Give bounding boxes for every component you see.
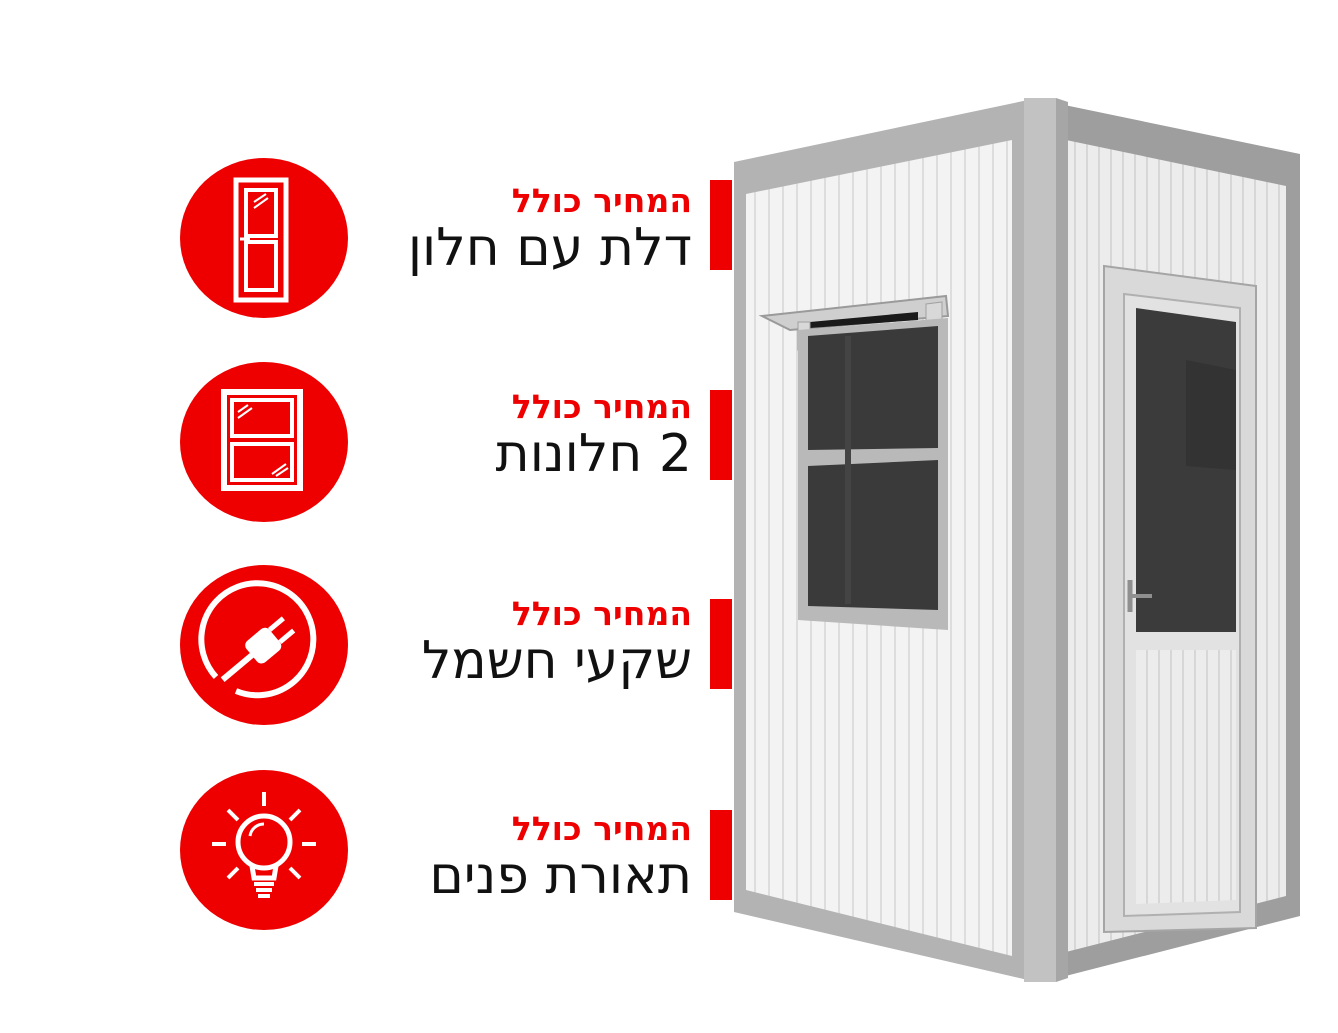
feature-interior-lighting: המחיר כולל תאורת פנים bbox=[0, 770, 740, 930]
window-icon bbox=[221, 389, 303, 491]
feature-subtitle: המחיר כולל bbox=[511, 387, 692, 426]
feature-title: תאורת פנים bbox=[429, 846, 692, 906]
feature-subtitle: המחיר כולל bbox=[511, 181, 692, 220]
feature-title: 2 חלונות bbox=[495, 424, 692, 484]
door-with-window-icon bbox=[233, 177, 289, 303]
feature-marker-bar bbox=[710, 180, 732, 270]
feature-door: המחיר כולל דלת עם חלון bbox=[0, 150, 740, 318]
feature-marker-bar bbox=[710, 599, 732, 689]
guard-booth-illustration bbox=[734, 98, 1300, 982]
feature-subtitle: המחיר כולל bbox=[511, 809, 692, 848]
feature-marker-bar bbox=[710, 390, 732, 480]
feature-windows: המחיר כולל 2 חלונות bbox=[0, 360, 740, 522]
plug-icon-badge bbox=[180, 565, 348, 725]
feature-title: דלת עם חלון bbox=[407, 218, 692, 278]
feature-electric-sockets: המחיר כולל שקעי חשמל bbox=[0, 565, 740, 725]
door-icon-badge bbox=[180, 158, 348, 318]
bulb-icon-badge bbox=[180, 770, 348, 930]
feature-marker-bar bbox=[710, 810, 732, 900]
feature-subtitle: המחיר כולל bbox=[511, 594, 692, 633]
feature-title: שקעי חשמל bbox=[421, 631, 692, 691]
window-icon-badge bbox=[180, 362, 348, 522]
electric-plug-icon bbox=[198, 580, 317, 699]
light-bulb-icon bbox=[212, 792, 316, 898]
